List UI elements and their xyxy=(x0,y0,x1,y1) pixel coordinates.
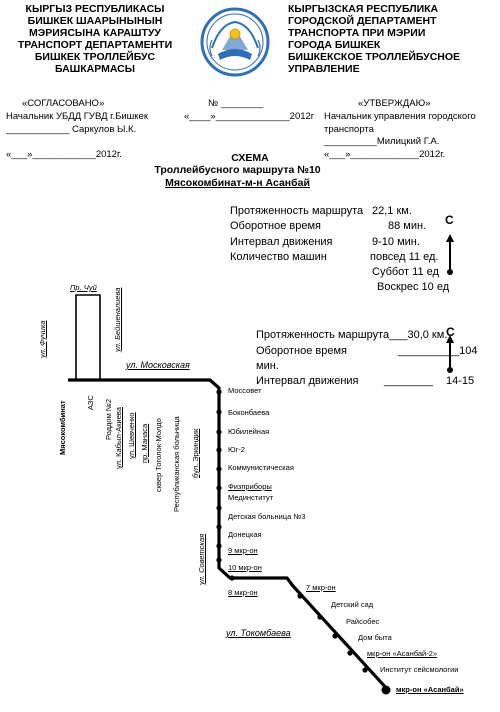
route-stop-label: 10 мкр-он xyxy=(228,563,262,572)
route-stop-label: Райсобес xyxy=(346,617,380,626)
route-stop-label: Моссовет xyxy=(228,386,262,395)
header-left: КЫРГЫЗ РЕСПУБЛИКАСЫ БИШКЕК ШААРЫНЫНЫН МЭ… xyxy=(6,3,184,75)
header-right-line: УПРАВЛЕНИЕ xyxy=(288,63,360,75)
info-label: Количество машин xyxy=(230,251,327,263)
info-extra-sunday: Воскрес 10 ед xyxy=(377,281,450,293)
header-left-line: ТРАНСПОРТ ДЕПАРТАМЕНТИ xyxy=(17,39,173,51)
stop-label-vertical: Роддом №2 xyxy=(104,398,113,440)
route-stop-label: мкр-он «Асанбай-2» xyxy=(367,649,438,658)
compass-north-label-2: С xyxy=(446,325,455,339)
title-sub: Троллейбусного маршрута №10 xyxy=(154,164,321,176)
info-value: 9-10 мин. xyxy=(372,236,420,248)
header-right-line: ГОРОДСКОЙ ДЕПАРТАМЕНТ xyxy=(288,15,437,27)
approved-by-2: транспорта xyxy=(324,124,374,135)
route-stop-label: Институт сейсмологии xyxy=(380,665,459,674)
info2-turnaround-unit: мин. xyxy=(256,360,279,372)
route-stop-label: Донецкая xyxy=(228,530,262,539)
compass-arrow-icon-2 xyxy=(446,335,454,373)
header-right: КЫРГЫЗСКАЯ РЕСПУБЛИКА ГОРОДСКОЙ ДЕПАРТАМ… xyxy=(288,3,488,75)
agreed-sign: ____________ Саркулов Ы.К. xyxy=(6,124,137,135)
header-right-line: ГОРОДА БИШКЕК xyxy=(288,39,381,51)
agreed-date: «___»____________2012г. xyxy=(6,149,122,160)
doc-number: № ________ xyxy=(208,98,264,109)
info2-length: Протяженность маршрута___30,0 км. xyxy=(256,329,448,341)
route-stop-label: 8 мкр-он xyxy=(228,588,258,597)
compass-north-label: С xyxy=(445,213,454,227)
route-stop-label: 9 мкр-он xyxy=(228,546,258,555)
header-left-line: БИШКЕК ШААРЫНЫНЫН xyxy=(27,15,163,27)
street-ul-sovetskaya: ул. Советская xyxy=(197,533,206,585)
approved-heading: «УТВЕРЖДАЮ» xyxy=(358,98,431,109)
stop-label-vertical: сквер Тоголок-Молдо xyxy=(154,418,163,492)
route-line xyxy=(75,294,101,381)
header-left-line: БИШКЕК ТРОЛЛЕЙБУС xyxy=(34,51,156,63)
info2-interval-label: Интервал движения xyxy=(256,375,359,387)
info-label: Интервал движения xyxy=(230,236,333,248)
agreed-heading: «СОГЛАСОВАНО» xyxy=(22,98,105,109)
approved-sign: __________Милицкий Г.А. xyxy=(324,136,440,147)
street-ul-beyshenalieva: ул. Бейшеналиева xyxy=(113,287,122,352)
route-stop-label: Боконбаева xyxy=(228,408,270,417)
kyrgyz-emblem-icon xyxy=(200,7,270,77)
stop-label-vertical: Мясокомбинат xyxy=(58,400,67,455)
route-stop-label: Детская больница №3 xyxy=(228,512,306,521)
route-stop-label: Мединститут xyxy=(228,493,274,502)
info-value: 22,1 км. xyxy=(372,205,412,217)
route-stop-label: 7 мкр-он xyxy=(306,583,336,592)
doc-number-date: «____»______________2012г xyxy=(184,111,315,122)
info2-interval-value: ________ xyxy=(384,375,433,387)
stop-label-vertical: ул. Шевченко xyxy=(127,412,136,459)
approved-by-1: Начальник управления городского xyxy=(324,111,476,122)
route-main-line xyxy=(68,378,390,692)
street-ul-tokombaeva: ул. Токомбаева xyxy=(226,628,291,638)
info2-interval-extra: 14-15 xyxy=(446,375,475,387)
info-label: Оборотное время xyxy=(230,220,321,232)
info-label: Протяженность маршрута xyxy=(230,205,364,217)
stop-label-vertical: АЗС xyxy=(86,395,95,410)
street-pr-chuy: Пр. Чуй xyxy=(70,283,97,292)
route-stop-label: Юг-2 xyxy=(228,445,245,454)
stop-label-vertical: Республиканская больница xyxy=(172,416,181,512)
approved-date: «___»_____________2012г. xyxy=(324,149,446,160)
title-route: Мясокомбинат-м-н Асанбай xyxy=(165,177,310,189)
title-main: СХЕМА xyxy=(231,152,269,164)
header-right-line: БИШКЕКСКОЕ ТРОЛЛЕЙБУСНОЕ xyxy=(288,51,461,63)
route-stop-label: Детский сад xyxy=(331,600,374,609)
route-stop-label: Коммунистическая xyxy=(228,463,294,472)
info-extra-saturday: Суббот 11 ед xyxy=(372,266,439,278)
street-ul-fuchika: ул. Фучика xyxy=(38,320,47,358)
info2-turnaround-label: Оборотное время xyxy=(256,345,347,357)
header-right-line: КЫРГЫЗСКАЯ РЕСПУБЛИКА xyxy=(288,3,439,15)
info2-turnaround-value: __________104 xyxy=(398,345,478,357)
route-stop-label: Юбилейная xyxy=(228,427,270,436)
info-value: 88 мин. xyxy=(388,220,427,232)
route-stop-label: Дом быта xyxy=(358,633,392,642)
route-stop-label: Физприборы xyxy=(228,482,272,491)
header-right-line: ТРАНСПОРТА ПРИ МЭРИИ xyxy=(288,27,426,39)
header-left-line: МЭРИЯСЫНА КАРАШТУУ xyxy=(29,27,161,39)
street-ul-moskovskaya: ул. Московская xyxy=(126,360,190,370)
route-stop-dots xyxy=(216,389,391,695)
stop-label-vertical: ул. Кабыл-Акиева xyxy=(114,407,123,469)
stop-label-vertical: пр. Манаса xyxy=(140,423,149,463)
route-stop-label: мкр-он «Асанбай» xyxy=(396,685,464,694)
info-value: повсед 11 ед. xyxy=(370,251,439,263)
compass-arrow-icon xyxy=(446,234,454,275)
header-left-line: БАШКАРМАСЫ xyxy=(54,63,136,75)
agreed-by: Начальник УБДД ГУВД г.Бишкек xyxy=(6,111,148,122)
header-left-line: КЫРГЫЗ РЕСПУБЛИКАСЫ xyxy=(25,3,165,15)
stop-label-vertical: бул. Эркиндик xyxy=(191,428,200,478)
